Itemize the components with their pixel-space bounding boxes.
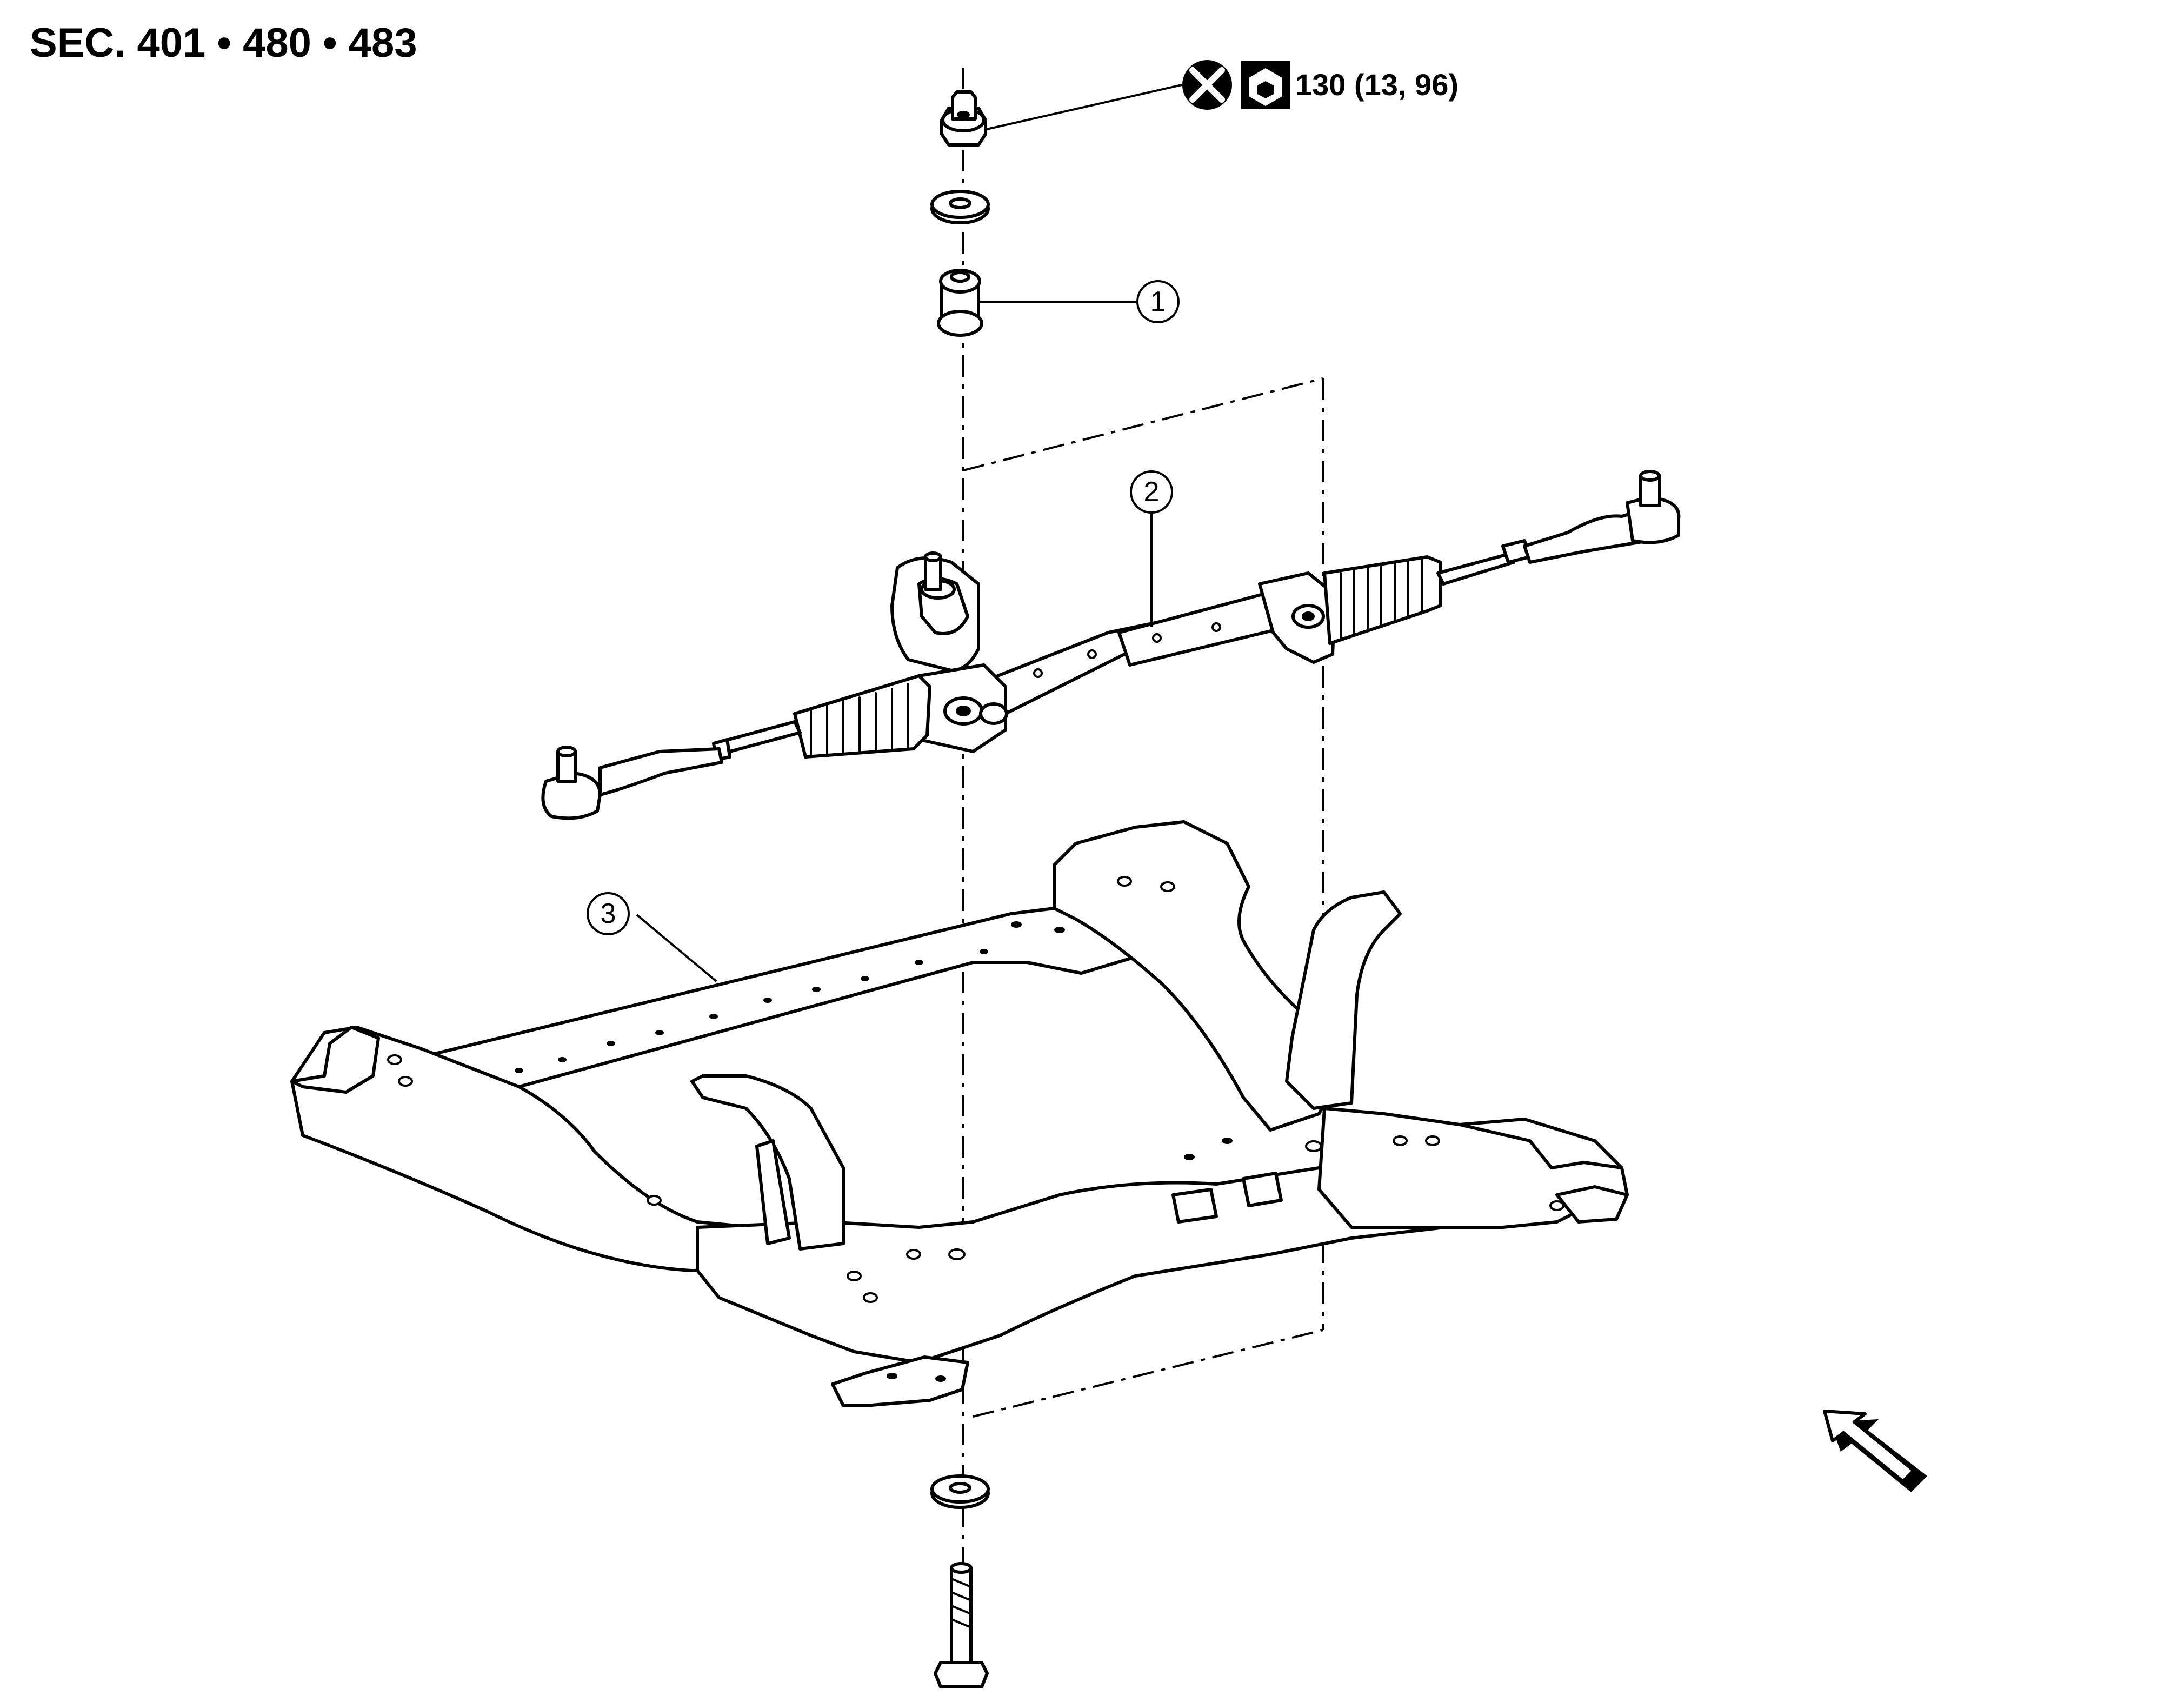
svg-text:3: 3 (601, 898, 616, 929)
section-reference: SEC. 401 • 480 • 483 (30, 20, 417, 66)
front-suspension-member (290, 820, 1629, 1407)
washer-bottom (930, 1474, 990, 1509)
mounting-bolt (934, 1562, 989, 1688)
callout-2: 2 (1130, 470, 1173, 514)
callout-1: 1 (1136, 280, 1180, 323)
front-direction-arrow-icon (1823, 1410, 1927, 1492)
alignment-plane-bottom (973, 1329, 1323, 1418)
alignment-plane-top (963, 377, 1323, 471)
mounting-holes (387, 876, 1564, 1382)
steering-gear-assembly (541, 470, 1681, 820)
svg-text:2: 2 (1144, 476, 1160, 508)
tightening-torque-icon (1241, 61, 1290, 109)
torque-value: 130 (13, 96) (1295, 68, 1459, 102)
callout-3: 3 (587, 892, 630, 935)
do-not-reuse-icon (1182, 60, 1232, 110)
steering-gear-bushing (937, 269, 1139, 337)
washer-top (930, 190, 990, 224)
torque-specification: 130 (13, 96) (979, 60, 1459, 132)
mounting-nut (940, 90, 987, 147)
svg-text:1: 1 (1150, 286, 1166, 317)
